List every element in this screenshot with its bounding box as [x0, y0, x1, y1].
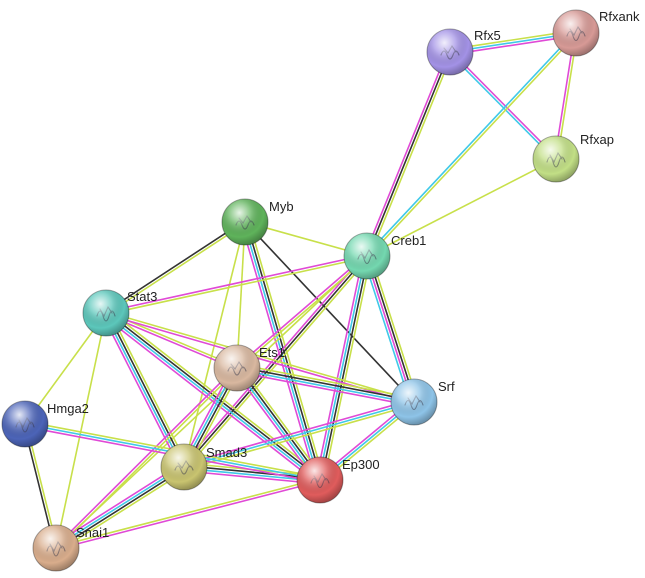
edge-ets1-srf[interactable] [236, 363, 415, 407]
edge-stat3-ep300[interactable] [103, 309, 323, 484]
edge-creb1-ep300[interactable] [315, 255, 372, 481]
node-sphere[interactable] [552, 9, 600, 57]
edge-line-blue [104, 313, 184, 468]
edge-line-black [237, 365, 415, 402]
edge-line-black [366, 51, 451, 257]
node-myb[interactable]: Myb [221, 198, 294, 246]
edge-line-magenta [101, 314, 182, 470]
node-rfxap[interactable]: Rfxap [532, 132, 614, 183]
edge-line-magenta [240, 222, 318, 482]
node-srf[interactable]: Srf [390, 378, 455, 426]
edge-line-green [183, 221, 246, 468]
edge-line-magenta [183, 398, 414, 466]
edge-line-black [106, 312, 186, 467]
node-label: Stat3 [127, 289, 157, 304]
edge-line-green [108, 310, 189, 466]
edge-myb-smad3[interactable] [183, 221, 246, 468]
edge-line-black [106, 311, 322, 480]
node-label: Creb1 [391, 233, 426, 248]
node-label: Smad3 [206, 445, 247, 460]
edge-line-black [367, 255, 416, 402]
edge-line-magenta [315, 255, 364, 480]
node-label: Myb [269, 199, 294, 214]
edge-line-blue [236, 368, 414, 405]
node-label: Hmga2 [47, 401, 89, 416]
node-sphere[interactable] [426, 28, 474, 76]
edge-line-green [106, 256, 368, 316]
node-label: Rfx5 [474, 28, 501, 43]
edge-line-black [320, 256, 370, 481]
node-snai1[interactable]: Snai1 [32, 524, 109, 572]
node-creb1[interactable]: Creb1 [343, 232, 426, 280]
edge-line-green [55, 312, 107, 549]
edge-line-black [245, 221, 323, 480]
edge-line-magenta [54, 366, 237, 548]
edge-line-blue [362, 256, 412, 404]
edge-line-green [106, 310, 415, 402]
node-sphere[interactable] [343, 232, 391, 280]
node-label: Rfxap [580, 132, 614, 147]
edge-line-green [366, 158, 557, 257]
edge-line-green [368, 52, 454, 258]
edge-line-green [56, 368, 239, 550]
edge-line-black [244, 221, 415, 403]
edge-line-magenta [365, 256, 414, 403]
edge-line-black [183, 255, 368, 468]
node-label: Ets1 [259, 345, 285, 360]
node-sphere[interactable] [532, 135, 580, 183]
edge-line-magenta [363, 50, 449, 256]
edge-line-magenta [236, 371, 414, 407]
node-label: Snai1 [76, 525, 109, 540]
edge-line-magenta [103, 315, 319, 484]
node-sphere[interactable] [390, 378, 438, 426]
edge-creb1-srf[interactable] [362, 254, 419, 404]
edge-rfxank-creb1[interactable] [365, 31, 578, 258]
edge-line-green [369, 254, 419, 402]
node-sphere[interactable] [296, 456, 344, 504]
node-sphere[interactable] [32, 524, 80, 572]
node-layer: Rfx5 RfxankRfxapMybCreb1Stat3Ets1SrfHmga2… [1, 9, 640, 572]
edge-snai1-ep300[interactable] [55, 477, 321, 551]
edge-line-green [367, 33, 578, 258]
node-label: Srf [438, 379, 455, 394]
node-sphere[interactable] [213, 344, 261, 392]
edge-stat3-snai1[interactable] [55, 312, 107, 549]
edge-stat3-smad3[interactable] [101, 310, 189, 470]
edge-line-green [237, 363, 415, 399]
node-label: Rfxank [599, 9, 640, 24]
edge-line-blue [365, 31, 576, 256]
node-label: Ep300 [342, 457, 380, 472]
edge-rfx5-creb1[interactable] [363, 50, 454, 258]
edge-line-green [236, 221, 246, 369]
edge-line-green [55, 477, 320, 548]
node-hmga2[interactable]: Hmga2 [1, 400, 89, 448]
node-sphere[interactable] [82, 289, 130, 337]
edge-line-blue [104, 313, 320, 482]
edge-myb-ets1[interactable] [236, 221, 246, 369]
node-sphere[interactable] [160, 443, 208, 491]
edge-line-green [323, 256, 372, 481]
edge-rfxap-creb1[interactable] [366, 158, 557, 257]
node-sphere[interactable] [1, 400, 49, 448]
node-ets1[interactable]: Ets1 [213, 344, 285, 392]
edge-ets1-snai1[interactable] [54, 366, 239, 550]
node-rfx5[interactable]: Rfx5 [426, 28, 501, 76]
edge-line-magenta [105, 253, 367, 313]
edge-line-blue [317, 255, 367, 480]
edge-line-green [107, 309, 323, 478]
node-sphere[interactable] [221, 198, 269, 246]
edge-creb1-stat3[interactable] [105, 253, 368, 316]
edge-line-blue [183, 401, 415, 468]
node-rfxank[interactable]: Rfxank [552, 9, 640, 57]
edge-myb-srf[interactable] [244, 221, 415, 403]
edge-line-magenta [56, 480, 321, 551]
